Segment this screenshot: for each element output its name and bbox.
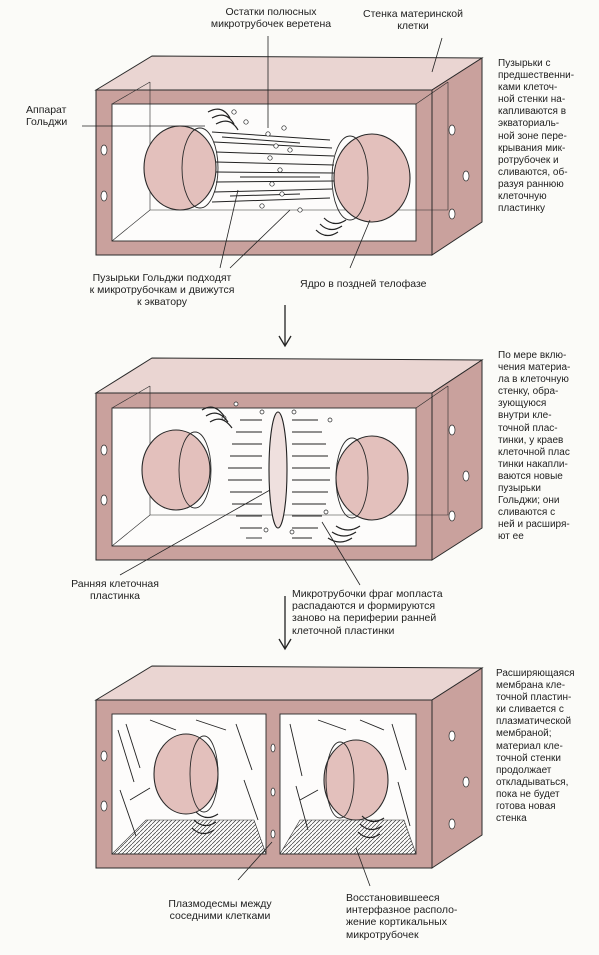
label-note-3: Расширяющаяся мембрана кле- точной пласт… xyxy=(496,668,598,825)
label-mother-wall: Стенка материнской клетки xyxy=(358,8,468,32)
panel-3-wall-top xyxy=(96,666,482,700)
panel-3-nucleus-left xyxy=(154,734,218,814)
panel-2-wall-side xyxy=(432,360,482,560)
panel-1-nucleus-left xyxy=(144,126,216,210)
panel-3-new-wall xyxy=(96,666,482,886)
panel-2-wall-top xyxy=(96,358,482,393)
label-early-cell-plate: Ранняя клеточная пластинка xyxy=(60,578,170,602)
label-late-telophase-nucleus: Ядро в поздней телофазе xyxy=(300,278,490,290)
panel-2-nucleus-right xyxy=(336,436,408,520)
panel-1-nucleus-right xyxy=(334,134,410,222)
label-spindle-remnants: Остатки полюсных микротрубочек веретена xyxy=(196,6,346,30)
panel-2-early-plate xyxy=(96,358,482,585)
label-cortical-microtubules: Восстановившееся интерфазное располо- же… xyxy=(346,892,496,941)
panel-2-nucleus-left xyxy=(142,430,210,510)
panel-1-telophase xyxy=(82,36,482,268)
label-plasmodesmata: Плазмодесмы между соседними клетками xyxy=(150,898,290,922)
panel-1-wall-top xyxy=(96,56,482,90)
label-golgi-vesicles: Пузырьки Гольджи подходят к микротрубочк… xyxy=(62,272,262,309)
panel-2-cell-plate xyxy=(269,412,287,528)
arrow-2 xyxy=(279,596,291,649)
label-golgi-apparatus: Аппарат Гольджи xyxy=(26,104,96,128)
arrow-1 xyxy=(279,305,291,346)
label-phragmoplast: Микротрубочки фраг мопласта распадаются … xyxy=(292,588,492,637)
panel-3-nucleus-right xyxy=(324,740,388,820)
label-note-1: Пузырьки с предшественни- ками клеточ- н… xyxy=(498,58,598,215)
panel-3-wall-side xyxy=(432,668,482,868)
label-note-2: По мере вклю- чения материа- ла в клеточ… xyxy=(498,350,598,544)
